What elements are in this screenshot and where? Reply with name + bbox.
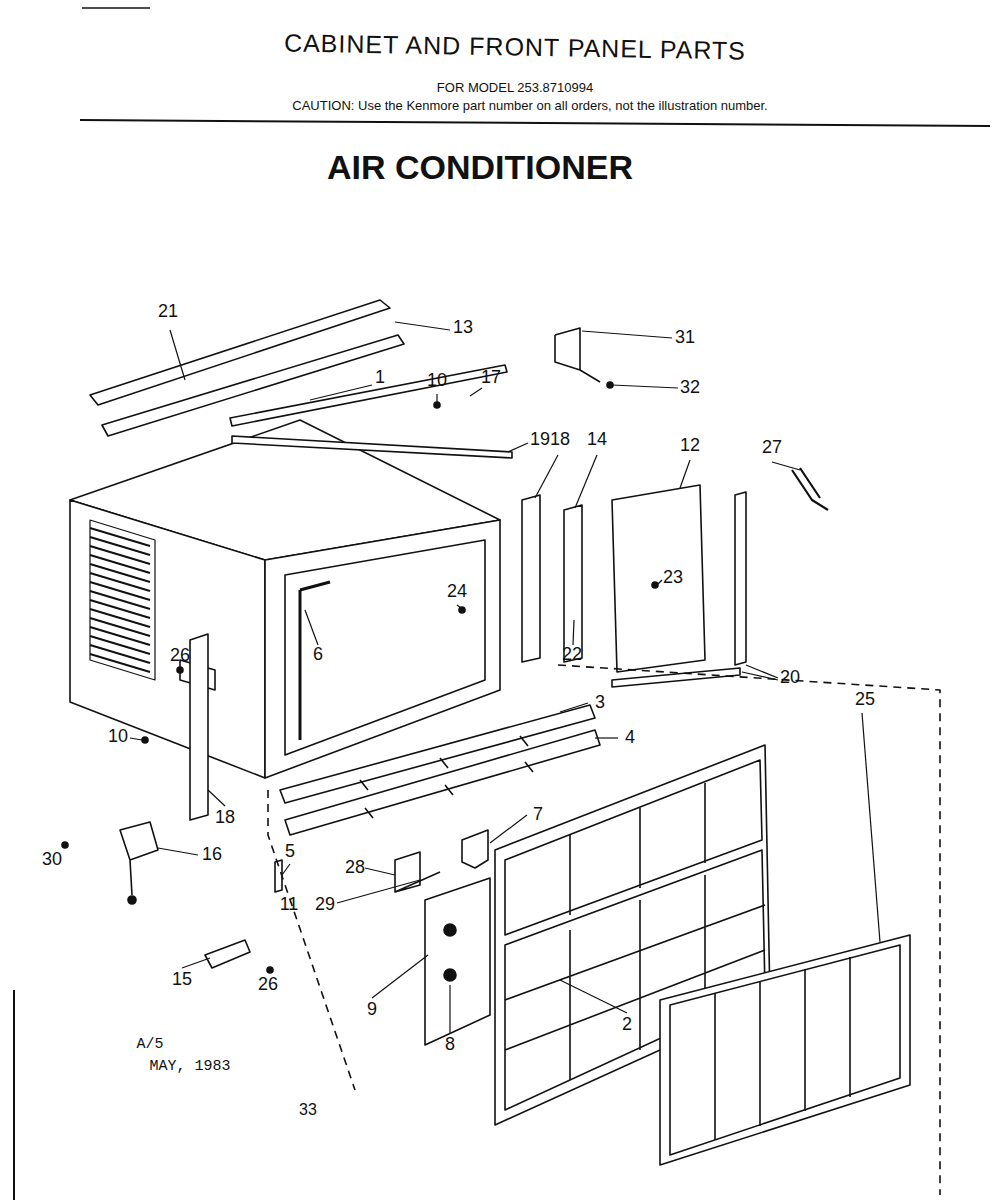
callout-number: 28: [345, 858, 365, 878]
callout-number: 10: [427, 371, 447, 391]
rod: [792, 468, 828, 510]
bracket: [395, 852, 440, 892]
callout-number: 19: [530, 430, 550, 450]
callout-number: 26: [258, 975, 278, 995]
strip: [230, 365, 507, 426]
header-text: CAUTION: Use the Kenmore part number on …: [292, 99, 767, 113]
callout-number: 15: [172, 970, 192, 990]
bracket: [462, 830, 488, 868]
callout-number: 26: [170, 646, 190, 666]
callout-number: 14: [587, 430, 607, 450]
knob: [444, 924, 456, 936]
callout-number: 2: [622, 1015, 632, 1035]
rule: [80, 120, 990, 126]
callout-number: 8: [445, 1035, 455, 1055]
cabinet: [70, 420, 500, 778]
callout-number: 4: [625, 728, 635, 748]
date-note: A/5: [136, 1037, 163, 1054]
callout-number: 29: [315, 895, 335, 915]
callout-number: 33: [299, 1101, 317, 1119]
dashed-line: [268, 790, 355, 1090]
callout-number: 12: [680, 436, 700, 456]
callout-number: 20: [780, 668, 800, 688]
strip: [232, 436, 512, 458]
callout-number: 1: [375, 368, 385, 388]
callout-number: 24: [447, 582, 467, 602]
leader-line: [130, 322, 880, 1033]
header-text: FOR MODEL 253.8710994: [437, 81, 593, 95]
rule: [13, 990, 15, 1200]
bracket: [120, 822, 158, 895]
callout-number: 17: [481, 368, 501, 388]
callout-number: 11: [280, 895, 299, 915]
strip: [522, 495, 540, 662]
page-title: CABINET AND FRONT PANEL PARTS: [284, 28, 746, 65]
callout-number: 27: [762, 438, 782, 458]
louvers: [90, 520, 155, 680]
louver-bar: [285, 730, 600, 835]
screw: [62, 382, 658, 973]
date-note: MAY, 1983: [149, 1059, 230, 1076]
callout-number: 22: [562, 645, 582, 665]
callout-number: 23: [663, 568, 683, 588]
callout-number: 18: [550, 430, 570, 450]
strip: [735, 492, 746, 665]
callout-number: 31: [675, 328, 695, 348]
knob: [444, 969, 456, 981]
grille: [660, 935, 910, 1165]
callout-number: 16: [202, 845, 222, 865]
callout-number: 25: [855, 690, 875, 710]
strip: [612, 668, 740, 687]
callout-number: 18: [215, 808, 235, 828]
control-panel: [425, 878, 490, 1045]
strip: [190, 634, 208, 820]
callout-number: 32: [680, 378, 700, 398]
bracket: [205, 940, 250, 968]
panel: [612, 485, 705, 672]
frame-bar: [300, 582, 330, 740]
callout-number: 10: [108, 727, 128, 747]
rule: [82, 7, 150, 9]
callout-number: 13: [453, 318, 473, 338]
callout-number: 3: [595, 693, 605, 713]
callout-number: 9: [367, 1000, 377, 1020]
bracket: [555, 328, 600, 382]
callout-number: 5: [285, 842, 295, 862]
callout-number: 21: [158, 302, 178, 322]
strip: [564, 505, 582, 662]
callout-number: 7: [533, 805, 543, 825]
callout-number: 6: [313, 645, 323, 665]
louver-detail: [360, 736, 533, 818]
header-text: AIR CONDITIONER: [327, 149, 633, 186]
callout-number: 30: [42, 850, 62, 870]
dashed-line: [558, 665, 940, 1195]
